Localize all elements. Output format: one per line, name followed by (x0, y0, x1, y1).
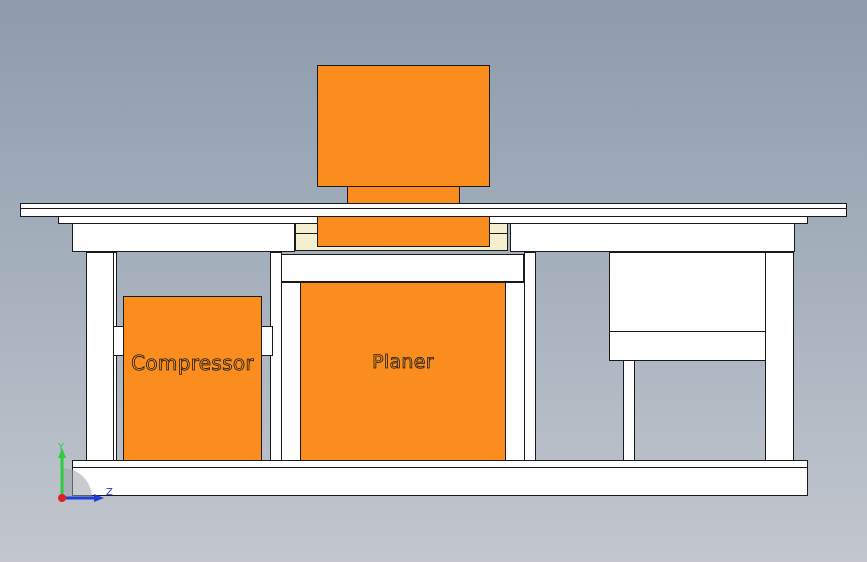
triad-rotation-arc (62, 468, 92, 498)
leg-center-right-b (524, 252, 536, 461)
upper-beam-right (510, 223, 795, 252)
base-rail (72, 467, 808, 496)
leg-center-left-b (281, 282, 301, 461)
planer-block: Planer (300, 282, 506, 462)
right-drawer-box (609, 252, 766, 332)
right-drawer-base (609, 331, 766, 361)
motor-block (317, 65, 490, 187)
leg-center-right (505, 282, 525, 461)
table-top-slab (20, 203, 847, 217)
leg-right-inner (623, 360, 635, 461)
motor-mount (347, 186, 460, 204)
compressor-label: Compressor (131, 351, 254, 376)
leg-left-outer (86, 252, 114, 461)
compressor-block: Compressor (123, 296, 262, 462)
z-axis-arrowhead (94, 494, 104, 502)
axis-triad: Y Z (57, 442, 113, 502)
y-axis-label: Y (57, 442, 65, 453)
planer-label: Planer (372, 351, 434, 374)
planer-support-beam (281, 254, 524, 282)
drive-column (317, 216, 490, 247)
upper-beam-left (72, 223, 295, 252)
y-axis-arrowhead (58, 448, 66, 458)
leg-left-inner (113, 252, 117, 461)
z-axis-label: Z (106, 487, 113, 498)
leg-right-outer (765, 252, 794, 461)
table-top-edge-line (20, 208, 847, 209)
x-axis-origin-dot (58, 494, 66, 502)
